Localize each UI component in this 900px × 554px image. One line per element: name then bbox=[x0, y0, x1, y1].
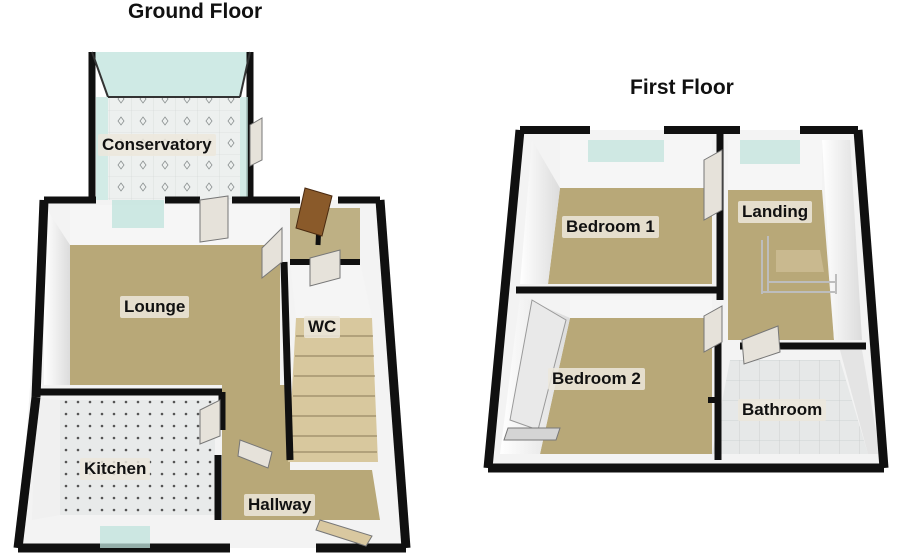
room-label-bathroom: Bathroom bbox=[738, 399, 827, 421]
ground-floor-plan bbox=[13, 51, 411, 553]
stair-balustrade bbox=[761, 236, 837, 294]
ground-floor-walls bbox=[13, 187, 411, 553]
room-label-lounge: Lounge bbox=[120, 296, 190, 318]
first-floor-title: First Floor bbox=[630, 76, 734, 99]
room-label-bedroom-2: Bedroom 2 bbox=[548, 368, 645, 390]
ground-floor-title: Ground Floor bbox=[128, 0, 263, 23]
conservatory-room bbox=[88, 51, 263, 200]
room-label-wc: WC bbox=[304, 316, 341, 338]
room-label-conservatory: Conservatory bbox=[98, 134, 216, 156]
room-label-hallway: Hallway bbox=[244, 494, 316, 516]
room-label-landing: Landing bbox=[738, 201, 813, 223]
staircase-ground bbox=[288, 318, 378, 462]
landing-room bbox=[728, 140, 862, 340]
room-label-kitchen: Kitchen bbox=[80, 458, 151, 480]
room-label-bedroom-1: Bedroom 1 bbox=[562, 216, 659, 238]
